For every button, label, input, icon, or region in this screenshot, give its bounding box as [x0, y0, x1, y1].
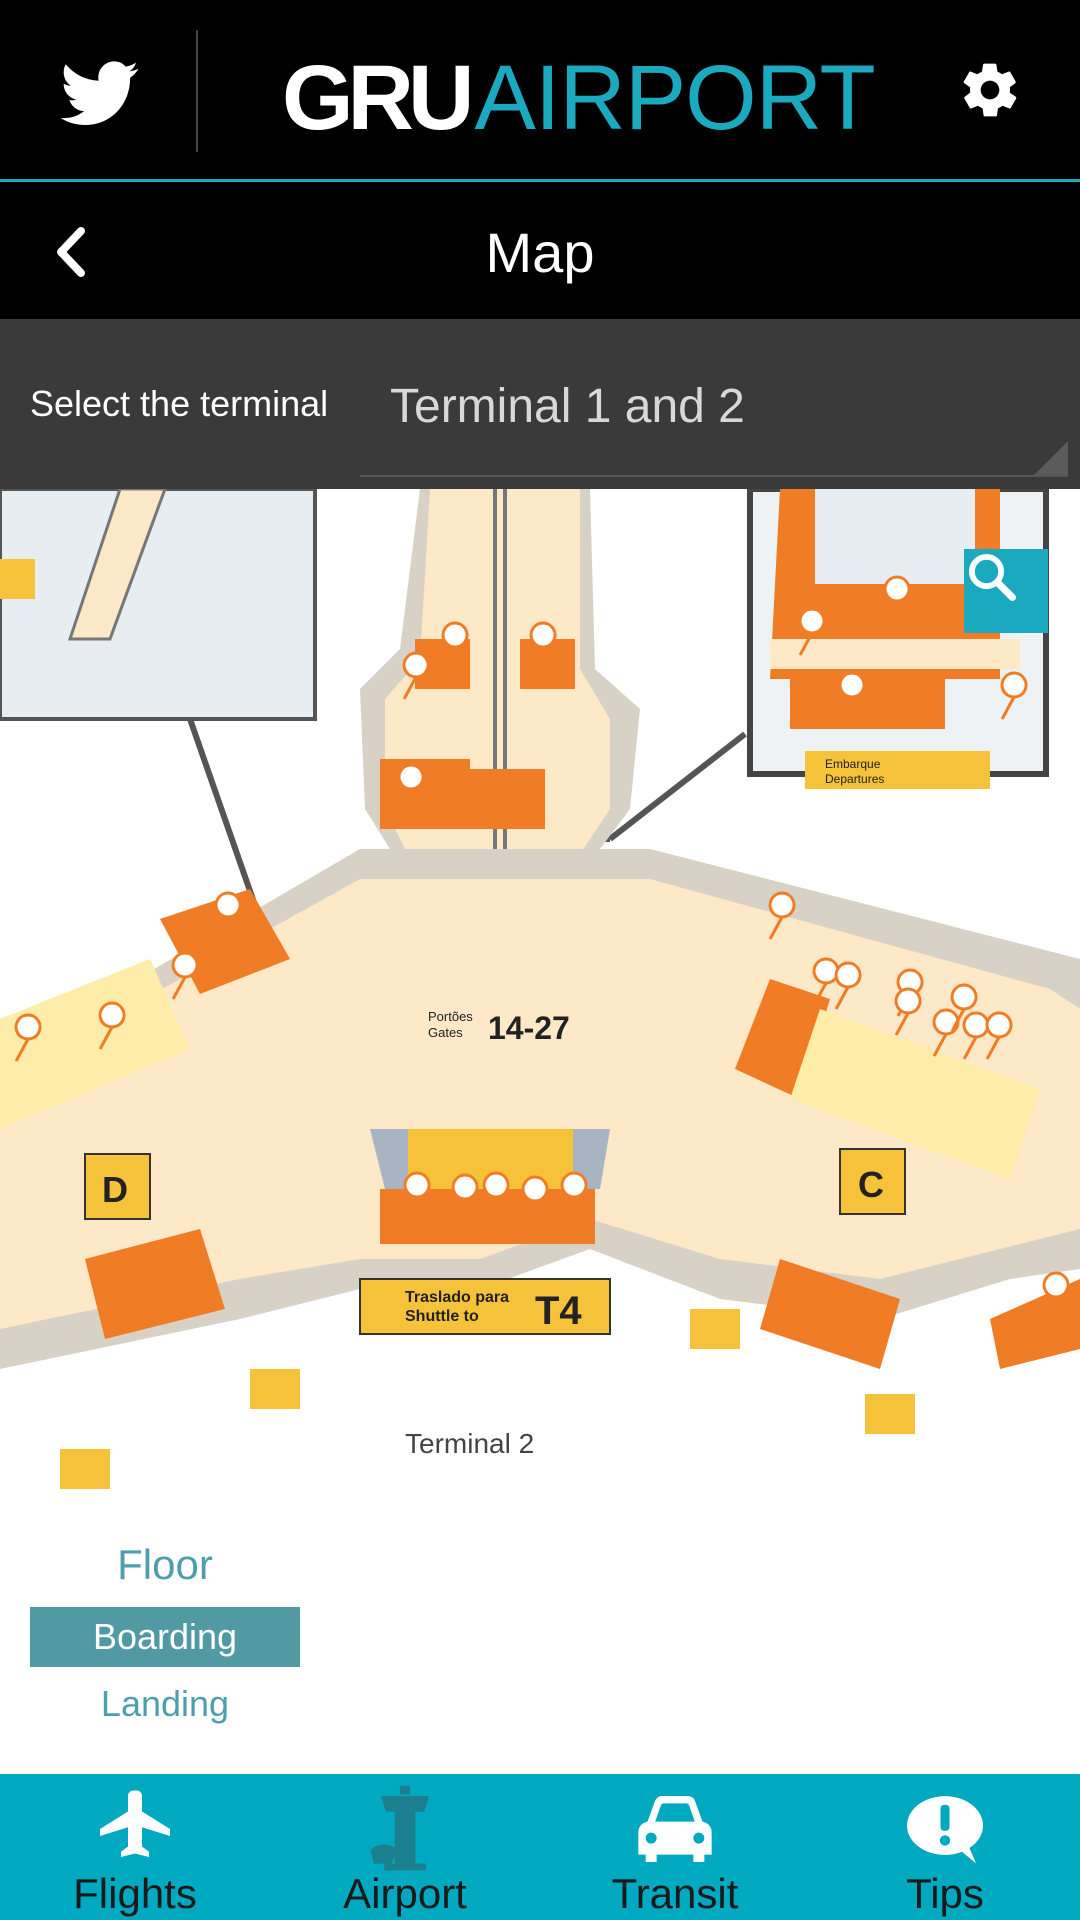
magnifier-icon: [968, 553, 1016, 601]
header-divider: [196, 30, 198, 152]
terminal-dropdown[interactable]: Terminal 1 and 2: [360, 349, 1068, 477]
wing-d-label: D: [102, 1169, 128, 1210]
shuttle-dest: T4: [535, 1289, 582, 1333]
twitter-button[interactable]: [50, 44, 150, 144]
nav-label-tips: Tips: [906, 1870, 984, 1917]
gates-label-en: Gates: [428, 1025, 463, 1040]
floor-title: Floor: [117, 1541, 213, 1588]
gates-range: 14-27: [488, 1010, 570, 1046]
control-tower-icon: [370, 1785, 430, 1871]
map-zoom-button[interactable]: [964, 549, 1048, 633]
dropdown-arrow-icon: [1034, 441, 1068, 475]
exclamation-bubble-icon: [907, 1796, 983, 1864]
nav-label-flights: Flights: [73, 1870, 197, 1917]
airplane-icon: [100, 1790, 170, 1857]
shuttle-label-pt: Traslado para: [405, 1289, 509, 1306]
back-button[interactable]: [30, 212, 110, 292]
terminal-selected-value: Terminal 1 and 2: [390, 380, 745, 433]
terminal-map[interactable]: Portões Gates 14-27 Traslado para Shuttl…: [0, 489, 1080, 1499]
gear-icon: [963, 63, 1017, 117]
floor-option-boarding[interactable]: Boarding: [30, 1607, 300, 1667]
shuttle-label-en: Shuttle to: [405, 1308, 479, 1325]
wing-c-label: C: [858, 1164, 884, 1205]
map-caption: Terminal 2: [405, 1428, 534, 1459]
departures-label-pt: Embarque: [825, 757, 881, 771]
twitter-bird-icon: [60, 61, 139, 126]
floor-option-landing[interactable]: Landing: [100, 1683, 230, 1724]
nav-item-tips[interactable]: Tips: [810, 1774, 1080, 1920]
terminal-map-image: Portões Gates 14-27 Traslado para Shuttl…: [0, 489, 1080, 1489]
logo-gru-text: GRU: [282, 47, 474, 149]
title-bar: Map: [0, 182, 1080, 319]
bottom-navigation: Flights Airport Transit: [0, 1774, 1080, 1920]
terminal-label: Select the terminal: [30, 383, 329, 424]
page-title: Map: [485, 221, 595, 284]
gates-label-pt: Portões: [428, 1009, 473, 1024]
terminal-selector-bar: Select the terminal Terminal 1 and 2: [0, 319, 1080, 489]
nav-label-airport: Airport: [343, 1870, 467, 1917]
header-accent-line: [0, 179, 1080, 182]
nav-item-transit[interactable]: Transit: [540, 1774, 810, 1920]
logo-airport-text: AIRPORT: [474, 47, 875, 149]
settings-button[interactable]: [950, 50, 1030, 130]
departures-label-en: Departures: [825, 772, 884, 786]
chevron-left-icon: [57, 227, 85, 277]
car-icon: [638, 1796, 712, 1862]
nav-label-transit: Transit: [611, 1870, 739, 1917]
floor-selector: Floor Boarding Landing: [30, 1530, 300, 1734]
nav-item-airport[interactable]: Airport: [270, 1774, 540, 1920]
nav-item-flights[interactable]: Flights: [0, 1774, 270, 1920]
